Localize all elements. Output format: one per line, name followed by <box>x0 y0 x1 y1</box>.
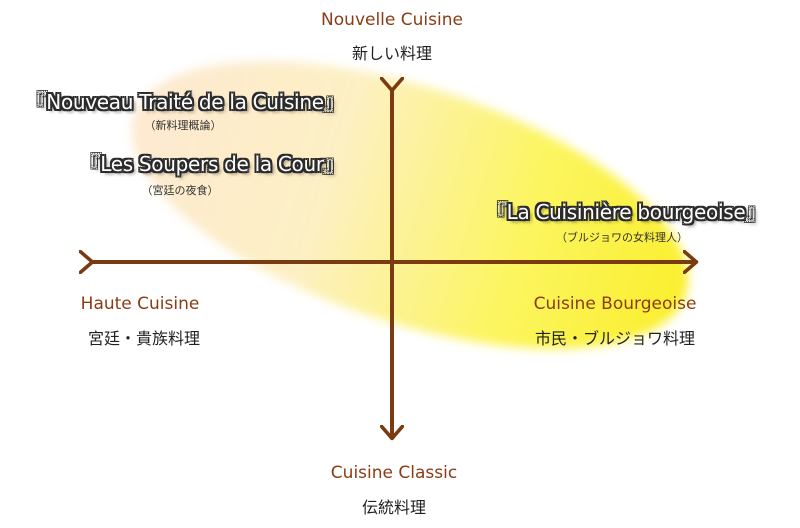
axis-left-title: Haute Cuisine <box>80 294 200 314</box>
book-title-soupers-de-la-cour: 『Les Soupers de la Cour』 <box>80 152 344 176</box>
axis-right-subtitle: 市民・ブルジョワ料理 <box>534 329 696 348</box>
book-title-nouveau-traite: 『Nouveau Traité de la Cuisine』 <box>26 90 344 114</box>
axis-top-title: Nouvelle Cuisine <box>321 10 463 30</box>
positioning-ellipse <box>131 61 689 349</box>
book-title-cuisiniere-bourgeoise: 『La Cuisinière bourgeoise』 <box>486 200 766 224</box>
axis-left-subtitle: 宮廷・貴族料理 <box>87 329 201 348</box>
axis-bottom-title: Cuisine Classic <box>330 463 458 483</box>
axis-top-subtitle: 新しい料理 <box>351 44 433 63</box>
book-subtitle-nouveau-traite: （新料理概論） <box>144 119 222 132</box>
axis-bottom-subtitle: 伝統料理 <box>361 498 427 517</box>
axis-right-title: Cuisine Bourgeoise <box>533 294 697 314</box>
book-subtitle-soupers-de-la-cour: （宮廷の夜食） <box>141 184 219 197</box>
book-subtitle-cuisiniere-bourgeoise: （ブルジョワの女料理人） <box>556 231 688 244</box>
